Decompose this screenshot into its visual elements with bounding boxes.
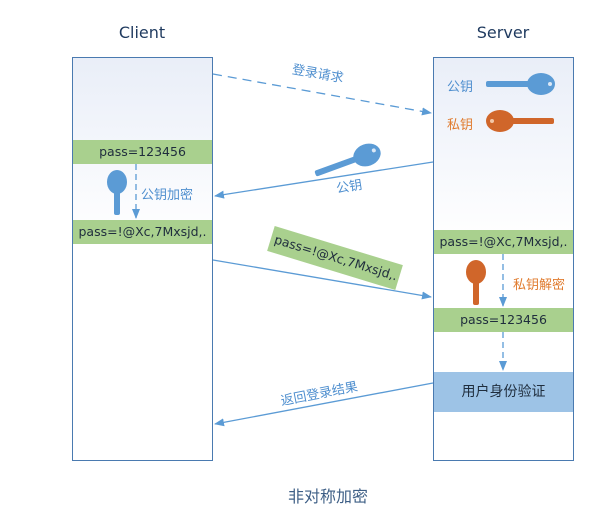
auth-box: 用户身份验证 bbox=[434, 372, 573, 412]
server-cipher-password: pass=!@Xc,7Mxsjd,. bbox=[434, 230, 573, 254]
client-public-key-icon bbox=[107, 170, 127, 215]
cipher-send-arrow bbox=[212, 259, 432, 300]
client-cipher-password: pass=!@Xc,7Mxsjd,. bbox=[73, 220, 212, 244]
public-key-label: 公钥 bbox=[447, 80, 474, 95]
transit-public-key-icon bbox=[314, 143, 381, 177]
public-key-arrow bbox=[214, 161, 434, 199]
decrypt-label: 私钥解密 bbox=[513, 278, 566, 293]
client-lane bbox=[72, 57, 213, 461]
login-result-arrow bbox=[214, 382, 434, 427]
client-title: Client bbox=[118, 23, 166, 42]
public-key-message-label: 公钥 bbox=[335, 178, 364, 197]
private-key-label: 私钥 bbox=[447, 118, 474, 133]
login-request-arrow bbox=[212, 73, 432, 116]
transit-cipher-label bbox=[267, 225, 403, 291]
diagram-caption: 非对称加密 bbox=[287, 487, 368, 506]
client-plain-password: pass=123456 bbox=[73, 140, 212, 164]
encrypt-label: 公钥加密 bbox=[141, 188, 194, 203]
server-title: Server bbox=[476, 23, 530, 42]
server-plain-password: pass=123456 bbox=[434, 308, 573, 332]
server-private-key-icon bbox=[466, 260, 486, 305]
public-key-icon bbox=[486, 73, 555, 95]
private-key-icon bbox=[486, 110, 554, 132]
